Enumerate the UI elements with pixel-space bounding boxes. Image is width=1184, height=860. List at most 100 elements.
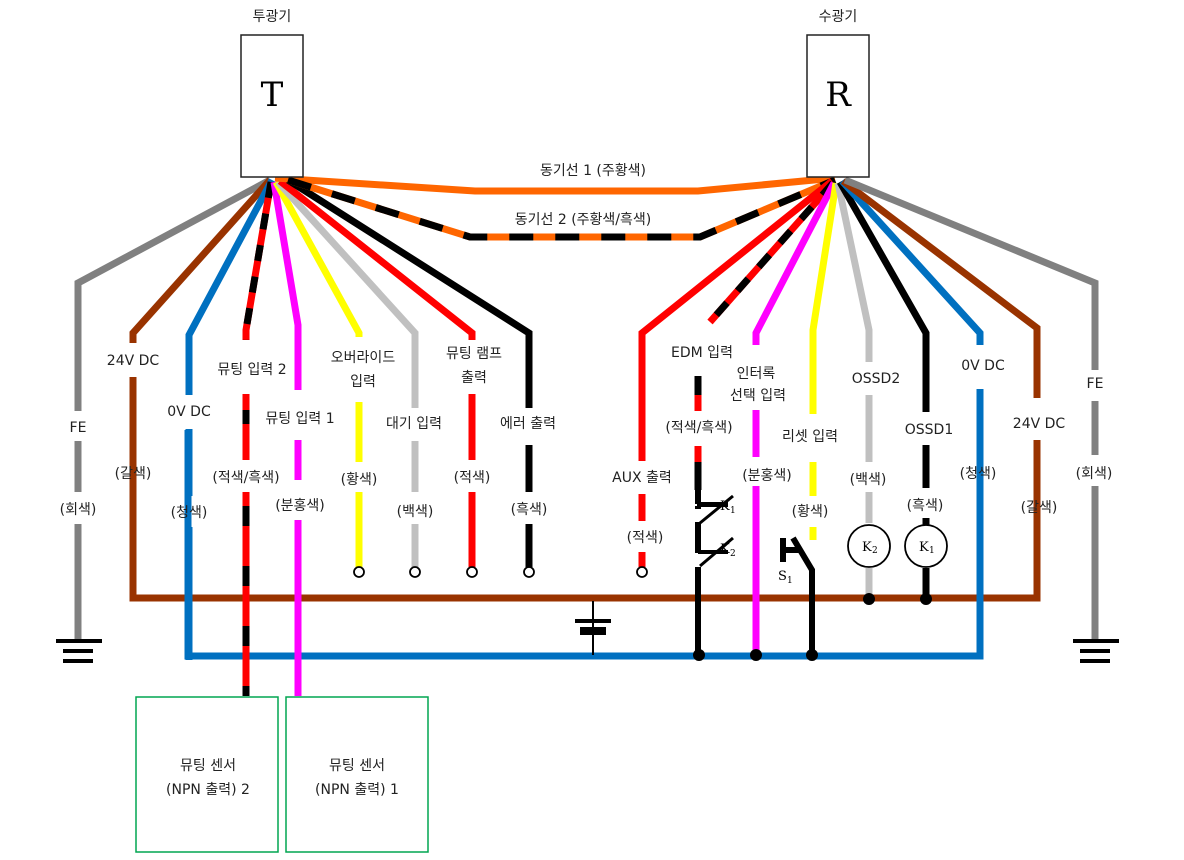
receiver-ossd2-wire bbox=[834, 182, 873, 362]
receiver-edm-label: EDM 입력 bbox=[671, 345, 733, 361]
emitter-box bbox=[240, 34, 304, 178]
junctions bbox=[693, 593, 932, 661]
muting-sensor-1-line1: 뮤팅 센서 bbox=[329, 758, 385, 774]
muting-sensor-2-box bbox=[135, 696, 279, 853]
ground-icon-right bbox=[1073, 639, 1119, 663]
emitter-muting2-wire bbox=[242, 181, 275, 696]
terminal-aux bbox=[636, 566, 648, 578]
receiver-interlock-label-1: 인터록 bbox=[737, 366, 776, 382]
edm-contacts bbox=[695, 490, 734, 655]
k2-coil-subscript: 2 bbox=[872, 546, 878, 556]
emitter-standby-label: 대기 입력 bbox=[386, 416, 442, 432]
k1-subscript: 1 bbox=[730, 506, 736, 516]
emitter-lamp-label-2: 출력 bbox=[461, 370, 487, 386]
receiver-24v-color: (갈색) bbox=[1021, 500, 1058, 516]
receiver-fe-wire bbox=[843, 176, 1099, 370]
emitter-title: 투광기 bbox=[253, 9, 292, 25]
s1-blade bbox=[790, 536, 815, 655]
receiver-aux-wire bbox=[638, 178, 835, 461]
emitter-0v-label: 0V DC bbox=[167, 404, 211, 420]
receiver-interlock-color: (분홍색) bbox=[742, 468, 792, 484]
emitter-fe-label: FE bbox=[70, 420, 87, 436]
k1-label: K 1 bbox=[720, 499, 736, 516]
emitter-override-label-1: 오버라이드 bbox=[331, 350, 396, 366]
receiver-ossd1-label: OSSD1 bbox=[905, 422, 953, 438]
k1-letter: K bbox=[720, 499, 730, 514]
receiver-reset-wire bbox=[809, 182, 840, 414]
receiver-labels: AUX 출력 (적색) EDM 입력 (적색/흑색) 인터록 선택 입력 (분홍… bbox=[612, 345, 1112, 546]
muting-sensor-1-box bbox=[285, 696, 429, 853]
emitter-override-color: (황색) bbox=[341, 472, 378, 488]
junction-ossd2 bbox=[863, 593, 875, 605]
emitter-error-label: 에러 출력 bbox=[500, 416, 556, 432]
ground-icon-left bbox=[56, 639, 102, 663]
terminal-standby bbox=[409, 566, 421, 578]
relay-coil-k2: K 2 bbox=[847, 524, 891, 568]
receiver-0v-label: 0V DC bbox=[961, 358, 1005, 374]
terminals bbox=[353, 566, 648, 578]
k1-coil bbox=[904, 524, 948, 568]
muting-sensor-2: 뮤팅 센서 (NPN 출력) 2 bbox=[135, 696, 279, 853]
junction-ossd1 bbox=[920, 593, 932, 605]
sync-wires bbox=[274, 174, 837, 241]
emitter-error-color: (흑색) bbox=[511, 501, 548, 518]
k1-coil-subscript: 1 bbox=[929, 546, 935, 556]
emitter-error-wire bbox=[286, 177, 533, 408]
emitter-24v-wire bbox=[129, 177, 273, 343]
emitter-fe-color: (회색) bbox=[60, 502, 97, 518]
receiver-24v-wire bbox=[840, 178, 1041, 398]
receiver-letter: R bbox=[825, 75, 852, 115]
junction-interlock bbox=[750, 649, 762, 661]
emitter-lamp-color: (적색) bbox=[454, 470, 491, 486]
terminal-lamp bbox=[466, 566, 478, 578]
s1-subscript: 1 bbox=[787, 576, 793, 586]
receiver-24v-label: 24V DC bbox=[1013, 416, 1066, 432]
sync-wire-1 bbox=[274, 174, 836, 195]
receiver-ossd2-label: OSSD2 bbox=[852, 371, 900, 387]
junction-edm bbox=[693, 649, 705, 661]
receiver-aux-label: AUX 출력 bbox=[612, 470, 672, 486]
receiver-fe-label: FE bbox=[1087, 376, 1104, 392]
receiver-interlock-wire bbox=[752, 181, 838, 345]
k2-letter: K bbox=[720, 542, 730, 557]
s1-label: S 1 bbox=[778, 569, 793, 586]
sync-wire-2 bbox=[286, 176, 837, 241]
relay-coil-k1: K 1 bbox=[904, 524, 948, 568]
muting-sensor-2-line2: (NPN 출력) 2 bbox=[166, 782, 250, 798]
emitter-standby-wire bbox=[275, 179, 419, 408]
battery-icon bbox=[575, 601, 611, 655]
receiver-0v-wire bbox=[839, 178, 984, 345]
receiver-title: 수광기 bbox=[819, 9, 858, 25]
emitter-24v-color: (갈색) bbox=[115, 466, 152, 482]
emitter-lamp-label-1: 뮤팅 램프 bbox=[446, 346, 502, 362]
receiver-wires bbox=[638, 176, 1099, 655]
emitter-standby-color: (백색) bbox=[397, 504, 434, 520]
emitter-override-wire bbox=[272, 180, 363, 337]
k2-coil bbox=[847, 524, 891, 568]
receiver-aux-color: (적색) bbox=[627, 530, 664, 546]
sync-2-label: 동기선 2 (주황색/흑색) bbox=[515, 211, 652, 228]
receiver-ossd1-wire bbox=[836, 180, 930, 412]
emitter-muting2-label: 뮤팅 입력 2 bbox=[217, 362, 286, 378]
emitter-0v-wire bbox=[185, 178, 276, 395]
receiver-reset-color: (황색) bbox=[792, 504, 829, 520]
junction-reset bbox=[806, 649, 818, 661]
reset-switch bbox=[780, 536, 815, 655]
receiver-reset-label: 리셋 입력 bbox=[782, 429, 838, 445]
receiver-edm-color: (적색/흑색) bbox=[665, 419, 732, 436]
k2-subscript: 2 bbox=[730, 549, 736, 559]
emitter-wires bbox=[74, 176, 533, 696]
k2-label: K 2 bbox=[720, 542, 736, 559]
emitter-fe-wire bbox=[74, 176, 272, 411]
k1-contact-blade bbox=[699, 494, 734, 525]
receiver-fe-color: (회색) bbox=[1076, 466, 1113, 482]
emitter-24v-label: 24V DC bbox=[107, 353, 160, 369]
muting-sensor-1-line2: (NPN 출력) 1 bbox=[315, 782, 399, 798]
emitter-letter: T bbox=[261, 75, 284, 115]
k1-coil-letter: K bbox=[919, 540, 929, 555]
24v-rail bbox=[129, 440, 1041, 602]
k2-coil-letter: K bbox=[862, 540, 872, 555]
emitter-override-label-2: 입력 bbox=[350, 374, 376, 390]
emitter-lamp-wire bbox=[277, 178, 476, 340]
